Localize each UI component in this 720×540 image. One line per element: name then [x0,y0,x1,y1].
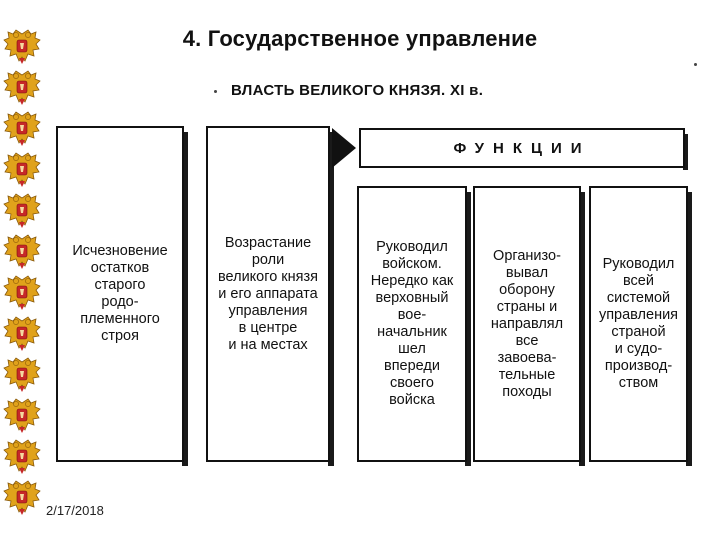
box-shadow [579,192,585,466]
box-shadow [683,134,688,170]
box-shadow [182,132,188,466]
diagram-heading-century: XI в. [449,82,484,99]
slide-title: 4. Государственное управление [182,26,538,51]
arrow-right-icon [332,128,356,168]
box-text: Возрастание роли великого князя и его ап… [217,234,319,353]
diagram-box-government: Руководил всей системой управления стран… [589,186,688,462]
box-shadow [328,132,334,466]
diagram-box-prince-role: Возрастание роли великого князя и его ап… [206,126,330,462]
diagram-box-army: Руководил войском. Нередко как верховный… [357,186,467,462]
box-text: Организо- вывал оборону страны и направл… [490,247,564,400]
eagle-emblem-icon [2,192,42,230]
eagle-emblem-icon [2,110,42,148]
box-shadow [686,192,692,466]
emblem-strip [0,28,46,520]
box-text: Исчезновение остатков старого родо- плем… [72,243,168,344]
speck [694,63,697,66]
diagram-box-defense: Организо- вывал оборону страны и направл… [473,186,581,462]
eagle-emblem-icon [2,315,42,353]
eagle-emblem-icon [2,356,42,394]
speck [214,90,217,93]
eagle-emblem-icon [2,28,42,66]
diagram-box-tribal-system: Исчезновение остатков старого родо- плем… [56,126,184,462]
eagle-emblem-icon [2,233,42,271]
functions-label: ФУНКЦИИ [453,139,591,157]
box-shadow [465,192,471,466]
box-text: Руководил всей системой управления стран… [598,256,679,391]
eagle-emblem-icon [2,151,42,189]
eagle-emblem-icon [2,274,42,312]
diagram-heading: ВЛАСТЬ ВЕЛИКОГО КНЯЗЯ. XI в. [231,82,483,99]
eagle-emblem-icon [2,438,42,476]
slide-date: 2/17/2018 [46,503,104,518]
functions-header: ФУНКЦИИ [359,128,685,168]
diagram-heading-text: ВЛАСТЬ ВЕЛИКОГО КНЯЗЯ. [231,82,446,99]
eagle-emblem-icon [2,397,42,435]
eagle-emblem-icon [2,69,42,107]
box-text: Руководил войском. Нередко как верховный… [370,239,454,408]
eagle-emblem-icon [2,479,42,517]
